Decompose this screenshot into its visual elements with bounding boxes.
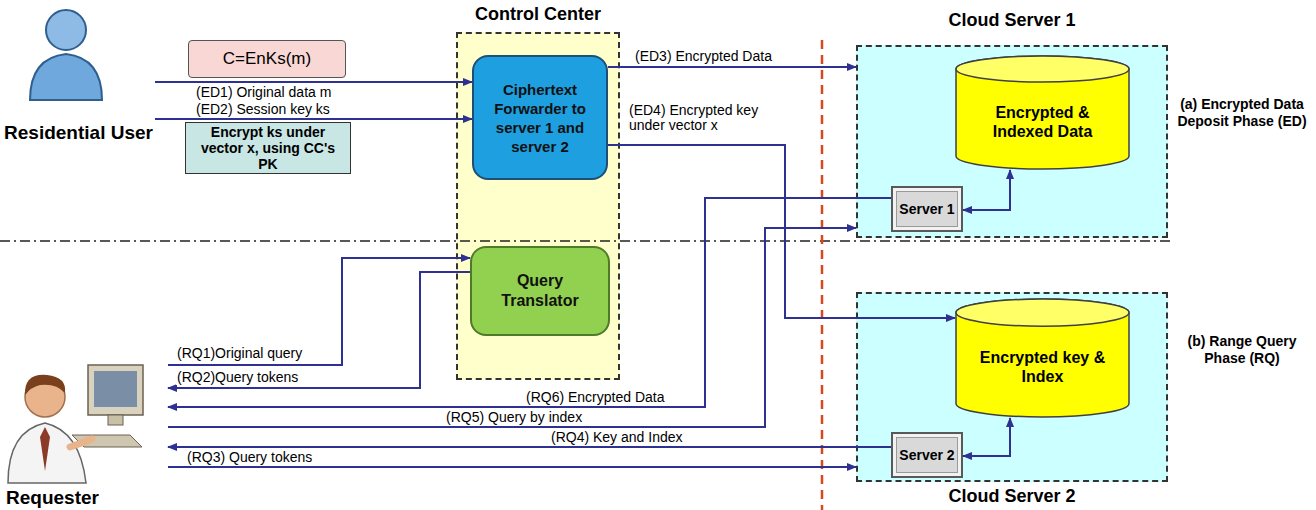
flow-arrow [168, 272, 470, 388]
flow-arrow [608, 145, 955, 318]
server-box: Server 1 [891, 186, 963, 232]
user-icon [24, 2, 114, 102]
flow-arrow [608, 66, 856, 68]
edge-label: (RQ5) Query by index [445, 410, 583, 425]
node-text: Encrypted key & Index [971, 348, 1114, 386]
actor-figure: Requester [0, 335, 168, 510]
process-box: Query Translator [470, 246, 610, 336]
formula-box: C=EnKs(m) [188, 40, 346, 78]
database-cylinder: Encrypted key & Index [955, 298, 1130, 418]
phase-label: (b) Range Query Phase (RQ) [1172, 333, 1312, 367]
actor-figure: Residential User [2, 2, 155, 145]
edge-label: (ED2) Session key ks [195, 102, 331, 117]
requester-icon [0, 335, 150, 485]
node-text: Encrypt ks under vector x, using CC's PK [190, 124, 346, 172]
server-box: Server 2 [891, 432, 963, 478]
group-box: Control CenterCiphertext Forwarder to se… [456, 32, 620, 380]
phase-label: (a) Encrypted Data Deposit Phase (ED) [1172, 96, 1312, 130]
edge-label: (ED4) Encrypted key under vector x [628, 103, 765, 133]
flow-arrow [963, 170, 1010, 210]
flow-arrow [168, 258, 470, 365]
flow-arrow [168, 198, 891, 407]
phase-divider [0, 240, 1170, 242]
note-box: Encrypt ks under vector x, using CC's PK [185, 122, 351, 174]
edge-label: (RQ3) Query tokens [186, 450, 313, 465]
edge-label: (ED1) Original data m [195, 85, 332, 100]
node-text: Residential User [2, 122, 155, 143]
edge-label: (RQ6) Encrypted Data [525, 390, 666, 405]
node-text: Requester [0, 487, 168, 508]
node-text: C=EnKs(m) [223, 49, 311, 69]
node-text: Control Center [458, 4, 618, 25]
edge-label: (RQ1)Original query [176, 346, 303, 361]
node-text: Server 2 [899, 447, 954, 463]
node-text: Server 1 [899, 201, 954, 217]
node-text: Cloud Server 1 [858, 10, 1166, 31]
flow-arrow [168, 228, 856, 427]
flow-arrow [963, 418, 1010, 456]
database-cylinder: Encrypted & Indexed Data [955, 55, 1130, 170]
flow-arrow [168, 446, 891, 448]
group-box: Cloud Server 1Encrypted & Indexed DataSe… [856, 45, 1168, 238]
edge-label: (ED3) Encrypted Data [634, 49, 773, 64]
flow-arrow [168, 466, 856, 468]
flow-arrow [155, 81, 472, 83]
edge-label: (RQ4) Key and Index [550, 430, 684, 445]
node-text: Cloud Server 2 [858, 486, 1166, 507]
flow-arrow [155, 118, 472, 120]
edge-label: (RQ2)Query tokens [176, 370, 299, 385]
node-text: Ciphertext Forwarder to server 1 and ser… [480, 80, 600, 156]
group-box: Cloud Server 2Encrypted key & IndexServe… [856, 292, 1168, 482]
node-text: Encrypted & Indexed Data [971, 103, 1114, 141]
trust-boundary [821, 40, 824, 510]
process-box: Ciphertext Forwarder to server 1 and ser… [472, 55, 608, 180]
node-text: Query Translator [478, 271, 602, 311]
